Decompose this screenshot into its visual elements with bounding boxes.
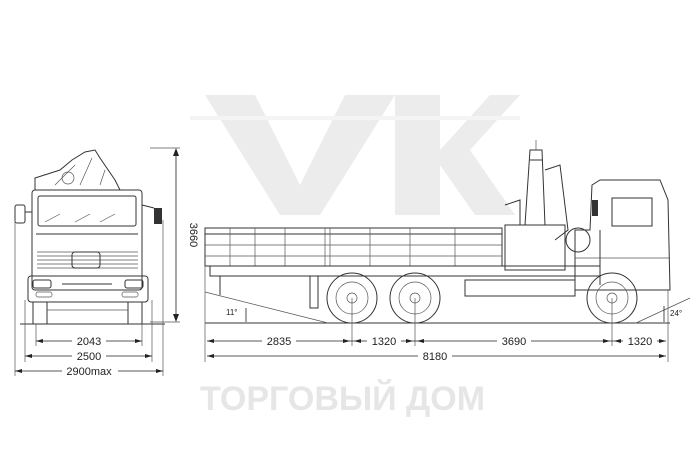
rear-overhang-label: 2835	[267, 336, 291, 348]
front-overhang-label: 1320	[628, 336, 652, 348]
body-width-label: 2500	[77, 351, 101, 363]
front-view-dimensions: 3660 2043 2500 2900max	[14, 147, 199, 378]
side-view-truck	[204, 140, 691, 324]
axle-spacing-label: 1320	[372, 336, 396, 348]
departure-angle-label: 11°	[226, 308, 238, 317]
side-view-dimensions: 2835 1320 3690 1320 8180	[204, 266, 669, 363]
approach-angle-label: 24°	[670, 309, 682, 318]
height-label: 3660	[187, 223, 199, 247]
wheelbase-label: 3690	[502, 336, 526, 348]
front-view-truck	[14, 149, 165, 325]
overall-length-label: 8180	[423, 351, 447, 363]
watermark-logo	[190, 95, 520, 215]
watermark-caption: ТОРГОВЫЙ ДОМ	[200, 379, 485, 418]
max-width-label: 2900max	[66, 366, 112, 378]
track-width-label: 2043	[77, 336, 101, 348]
